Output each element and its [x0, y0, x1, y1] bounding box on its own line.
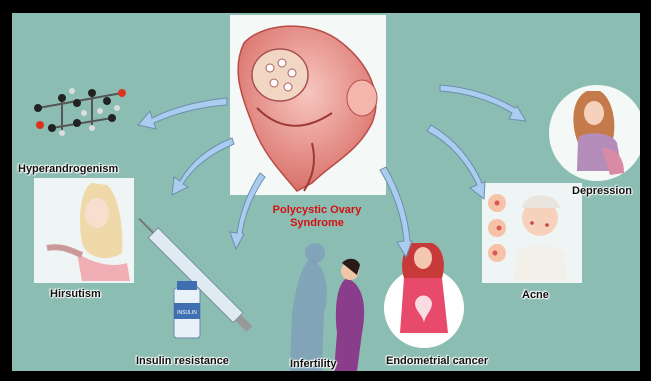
- acne-illustration: [482, 183, 582, 283]
- arrow-depression: [440, 85, 526, 121]
- center-label: Polycystic Ovary Syndrome: [262, 204, 372, 230]
- label-hyperandrogenism: Hyperandrogenism: [18, 163, 118, 175]
- label-endometrial-cancer: Endometrial cancer: [386, 355, 488, 367]
- uterus-illustration: [230, 15, 386, 195]
- depression-illustration: [549, 85, 640, 181]
- vial-label: INSULIN: [177, 310, 197, 316]
- label-insulin-resistance: Insulin resistance: [136, 355, 229, 367]
- diagram-artwork: INSULIN: [12, 13, 640, 371]
- endometrial-cancer-illustration: [384, 243, 464, 348]
- hirsutism-illustration: [34, 178, 134, 283]
- label-hirsutism: Hirsutism: [50, 288, 101, 300]
- label-infertility: Infertility: [290, 358, 336, 370]
- label-depression: Depression: [572, 185, 632, 197]
- center-label-line2: Syndrome: [262, 217, 372, 230]
- arrow-hyperandrogenism: [138, 98, 227, 129]
- label-acne: Acne: [522, 289, 549, 301]
- arrow-acne: [427, 125, 485, 199]
- infertility-illustration: [290, 243, 364, 371]
- molecule-illustration: [34, 88, 126, 136]
- arrow-hirsutism: [172, 138, 234, 195]
- center-label-line1: Polycystic Ovary: [262, 204, 372, 217]
- diagram-panel: INSULIN: [12, 13, 640, 371]
- insulin-illustration: INSULIN: [134, 214, 254, 338]
